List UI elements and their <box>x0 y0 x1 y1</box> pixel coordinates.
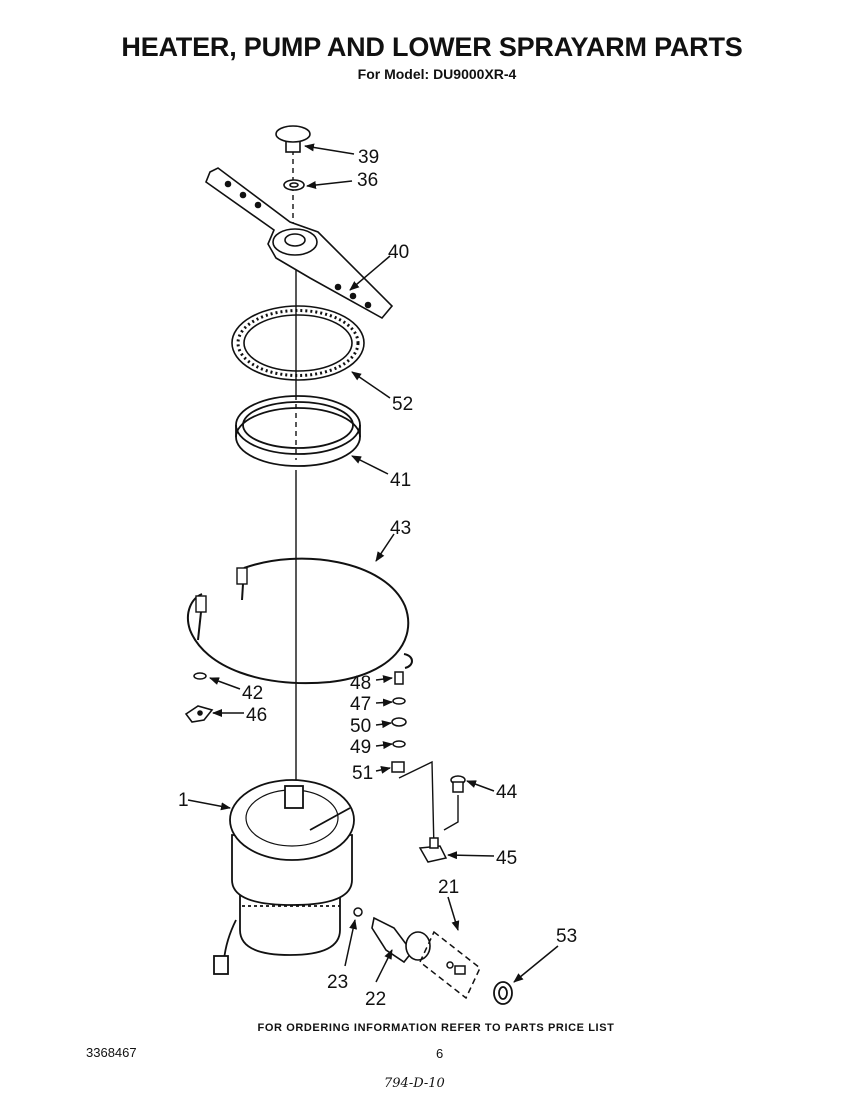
page-number: 6 <box>436 1046 444 1061</box>
callout-36: 36 <box>357 170 378 191</box>
part-1-pump-motor-icon <box>213 779 355 975</box>
part-21-kit-box-icon <box>419 930 481 1000</box>
document-number: 3368467 <box>86 1045 137 1060</box>
terminal-hardware-stack-icon <box>391 671 407 773</box>
part-41-seal-ring-icon <box>235 395 361 467</box>
callout-23: 23 <box>327 972 348 993</box>
callout-44: 44 <box>496 782 518 803</box>
callout-45: 45 <box>496 848 517 869</box>
leader-lines <box>187 143 559 983</box>
callout-22: 22 <box>365 989 386 1010</box>
callout-43: 43 <box>390 518 411 539</box>
callout-53: 53 <box>556 926 577 947</box>
callout-21: 21 <box>438 877 459 898</box>
model-subtitle: For Model: DU9000XR-4 <box>357 66 517 82</box>
callout-1: 1 <box>178 790 189 811</box>
callout-51: 51 <box>352 763 373 784</box>
part-44-thermostat-icon <box>450 775 466 793</box>
part-45-clip-icon <box>418 837 448 863</box>
part-22-impeller-icon <box>371 916 431 964</box>
part-42-washer-icon <box>193 672 207 680</box>
callout-48: 48 <box>350 673 371 694</box>
callout-50: 50 <box>350 716 371 737</box>
part-43-heater-element-icon <box>186 557 413 685</box>
callout-40: 40 <box>388 242 409 263</box>
callout-46: 46 <box>246 705 267 726</box>
callout-39: 39 <box>358 147 379 168</box>
handwritten-code: 794-D-10 <box>384 1076 445 1091</box>
part-23-ring-icon <box>353 907 363 917</box>
part-53-clamp-icon <box>493 981 513 1005</box>
callout-41: 41 <box>390 470 411 491</box>
callout-52: 52 <box>392 394 413 415</box>
ordering-note: FOR ORDERING INFORMATION REFER TO PARTS … <box>257 1022 615 1034</box>
part-46-bracket-icon <box>184 705 214 723</box>
part-36-washer-icon <box>283 179 305 191</box>
callout-47: 47 <box>350 694 371 715</box>
wire-lead-icon <box>398 760 459 851</box>
part-39-cap-icon <box>275 125 311 153</box>
callout-42: 42 <box>242 683 263 704</box>
callout-49: 49 <box>350 737 371 758</box>
page-title: HEATER, PUMP AND LOWER SPRAYARM PARTS <box>121 32 743 62</box>
part-52-filter-ring-icon <box>231 305 365 381</box>
part-40-spray-arm-icon <box>205 167 394 320</box>
